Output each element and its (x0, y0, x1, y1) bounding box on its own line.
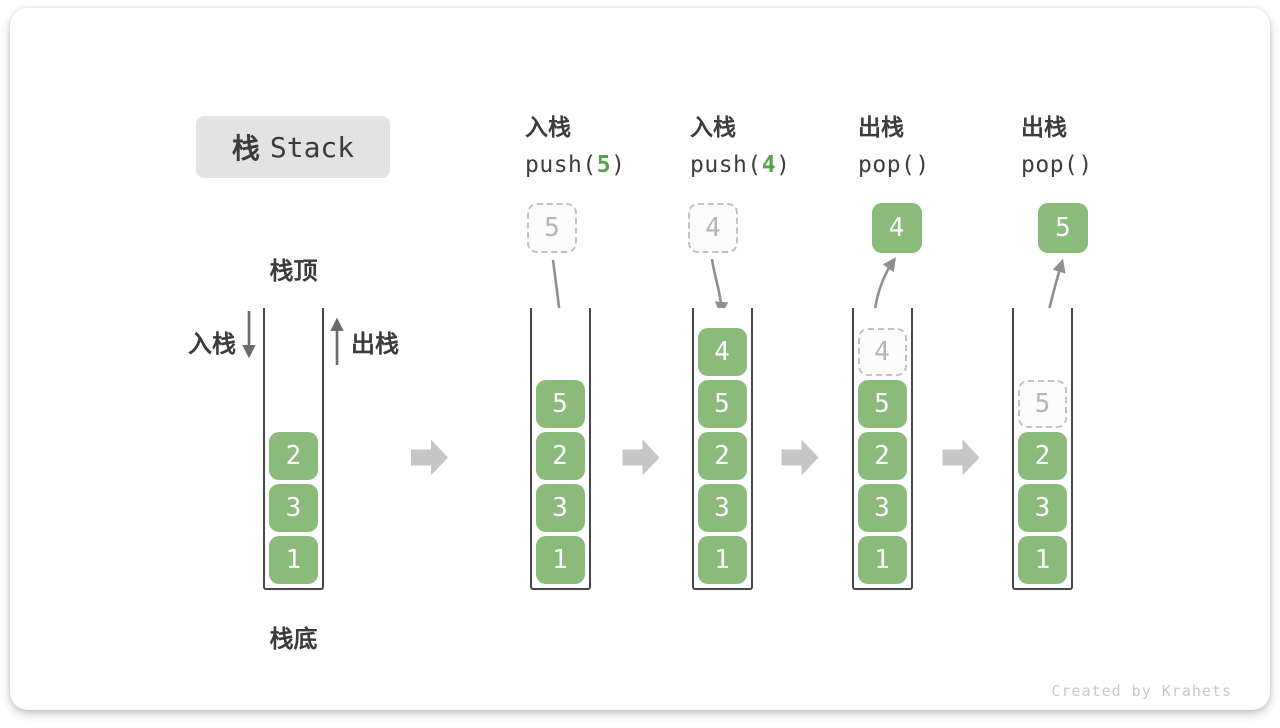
stack-cell: 2 (269, 432, 318, 480)
stack-cell: 2 (535, 432, 585, 480)
stack-bottom-label: 栈底 (269, 625, 318, 653)
stack-cell: 2 (857, 432, 907, 480)
popped-value-box: 5 (1038, 203, 1088, 253)
title-badge: 栈 Stack (196, 116, 390, 178)
operation-header: 入栈 push(4) (690, 108, 790, 178)
next-state-arrow-icon (781, 439, 819, 476)
push-motion-arrow (710, 258, 729, 316)
stack-top-label: 栈顶 (269, 257, 318, 285)
operation-label: 出栈 (1021, 115, 1067, 141)
operation-code-value: 4 (761, 152, 777, 178)
stack-cell: 1 (269, 536, 318, 584)
stack-cell-ghost: 4 (857, 328, 907, 376)
stack-cell: 3 (535, 484, 585, 532)
operation-code: pop() (1021, 152, 1093, 178)
stack-cell: 3 (1018, 484, 1067, 532)
operation-header: 出栈 pop() (858, 108, 930, 178)
stack-cell: 2 (1018, 432, 1067, 480)
incoming-value-box: 4 (688, 203, 738, 253)
popped-value-box: 4 (871, 203, 922, 253)
operation-header: 入栈 push(5) (525, 108, 625, 178)
stack-cell: 5 (697, 380, 747, 428)
stack-cell: 5 (535, 380, 585, 428)
stack-cell: 1 (697, 536, 747, 584)
title-en: Stack (269, 130, 355, 164)
stack-cell: 3 (269, 484, 318, 532)
operation-code: push(5) (525, 152, 626, 178)
title-zh: 栈 (231, 132, 260, 165)
operation-label: 入栈 (690, 115, 736, 141)
operation-code: pop() (858, 152, 930, 178)
stack-cell: 3 (697, 484, 747, 532)
stack-cell: 2 (697, 432, 747, 480)
next-state-arrow-icon (942, 439, 980, 476)
operation-code: push(4) (690, 152, 791, 178)
operation-label: 入栈 (525, 115, 571, 141)
pop-direction-label: 出栈 (351, 330, 399, 358)
push-direction-label: 入栈 (188, 330, 236, 358)
watermark: Created by Krahets (1051, 682, 1232, 700)
operation-label: 出栈 (858, 115, 904, 141)
operation-header: 出栈 pop() (1021, 108, 1093, 178)
stack-cell-ghost: 5 (1018, 380, 1067, 428)
stack-cell: 1 (1018, 536, 1067, 584)
stack-cell: 4 (697, 328, 747, 376)
stack-cell: 5 (857, 380, 907, 428)
operation-code-value: 5 (596, 152, 612, 178)
stack-cell: 1 (535, 536, 585, 584)
next-state-arrow-icon (411, 439, 448, 476)
stack-cell: 1 (857, 536, 907, 584)
next-state-arrow-icon (622, 439, 660, 476)
stack-cell: 3 (857, 484, 907, 532)
incoming-value-box: 5 (527, 203, 577, 253)
